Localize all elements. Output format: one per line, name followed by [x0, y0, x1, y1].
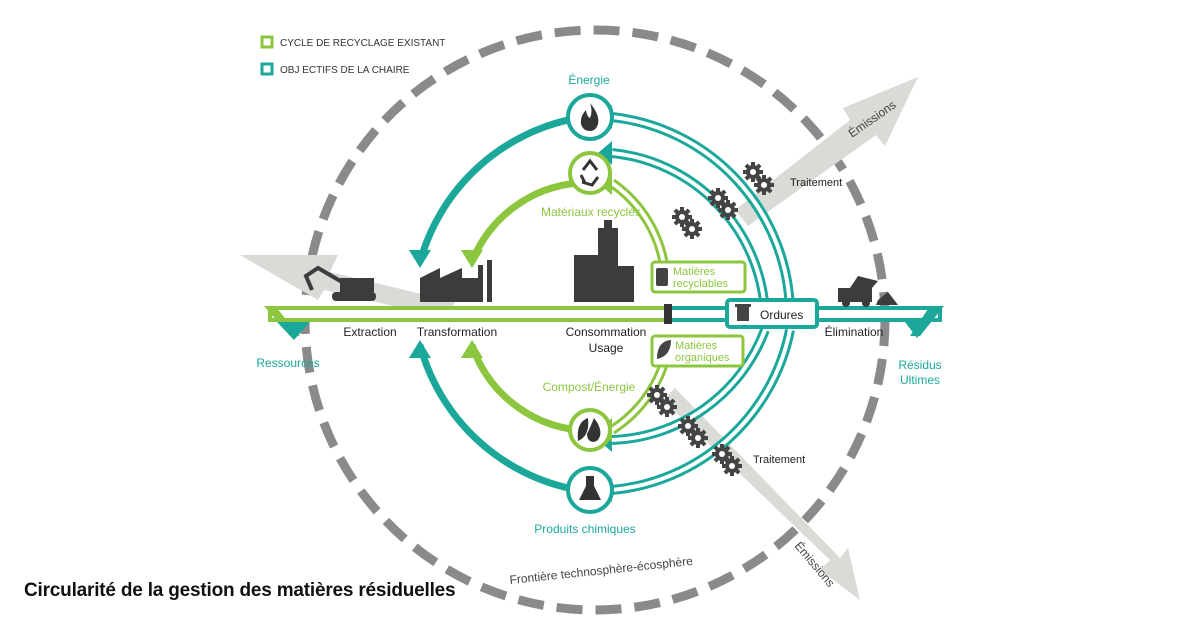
factory-icon [420, 260, 492, 302]
green-arrowhead [461, 250, 483, 268]
ordures-box: Ordures [725, 298, 819, 329]
recyclables-label-1: Matières [673, 266, 716, 278]
compost-label: Compost/Énergie [543, 379, 636, 394]
green-loop-bottom [468, 343, 670, 435]
legend: CYCLE DE RECYCLAGE EXISTANT OBJ ECTIFS D… [260, 35, 445, 76]
usage-label: Usage [589, 341, 624, 355]
ressources-label: Ressources [256, 356, 319, 370]
energie-label: Énergie [568, 72, 610, 87]
organiques-label-1: Matières [675, 340, 718, 352]
legend-chaire-label: OBJ ECTIFS DE LA CHAIRE [280, 65, 410, 76]
organiques-box: Matières organiques [650, 334, 745, 368]
elimination-label: Élimination [825, 324, 884, 339]
extraction-label: Extraction [343, 325, 396, 339]
traitement-bottom-label: Traitement [753, 454, 805, 466]
emissions-top-arrow [735, 77, 918, 226]
flask-icon [579, 476, 601, 500]
teal-arrowhead [598, 141, 612, 165]
consommation-label: Consommation [566, 325, 647, 339]
leaf-icon [657, 340, 671, 359]
residus-label-1: Résidus [898, 358, 941, 372]
flame-icon [580, 103, 599, 131]
leaf-flame-icon [577, 418, 601, 442]
excavator-icon [303, 265, 376, 301]
frontiere-label: Frontière technosphère-écosphère [509, 554, 694, 587]
legend-existing-label: CYCLE DE RECYCLAGE EXISTANT [280, 38, 445, 49]
ordures-label: Ordures [760, 308, 803, 322]
recyclables-box: Matières recyclables [650, 260, 747, 294]
green-loop-top [468, 178, 670, 273]
traitement-top-label: Traitement [790, 177, 842, 189]
truck-icon [838, 276, 898, 307]
teal-arrowhead [409, 250, 431, 268]
organiques-label-2: organiques [675, 352, 730, 364]
city-icon [574, 220, 634, 302]
ressources-marker [277, 322, 310, 340]
caption: Circularité de la gestion des matières r… [24, 580, 456, 601]
residus-label-2: Ultimes [900, 373, 940, 387]
teal-arrowhead [409, 340, 431, 358]
recyclables-label-2: recyclables [673, 278, 729, 290]
bin-icon [656, 268, 668, 286]
chimiques-label: Produits chimiques [534, 522, 635, 536]
teal-loop-chimiques [416, 329, 795, 495]
node-materiaux: Matériaux recyclés [541, 151, 641, 219]
node-chimiques: Produits chimiques [534, 466, 636, 536]
recycle-icon [579, 158, 600, 187]
node-compost: Compost/Énergie [543, 379, 636, 452]
green-arrowhead [461, 340, 483, 358]
emissions-bottom-arrow [663, 388, 860, 600]
residus-marker [905, 322, 930, 338]
trash-icon [737, 306, 749, 321]
legend-item-existing: CYCLE DE RECYCLAGE EXISTANT [260, 35, 445, 49]
materiaux-label: Matériaux recyclés [541, 205, 641, 219]
node-energie: Énergie [566, 72, 614, 141]
transformation-label: Transformation [417, 325, 497, 339]
teal-loop-energie [416, 112, 795, 313]
teal-loop-compost [611, 328, 770, 445]
legend-item-chaire: OBJ ECTIFS DE LA CHAIRE [260, 62, 410, 76]
